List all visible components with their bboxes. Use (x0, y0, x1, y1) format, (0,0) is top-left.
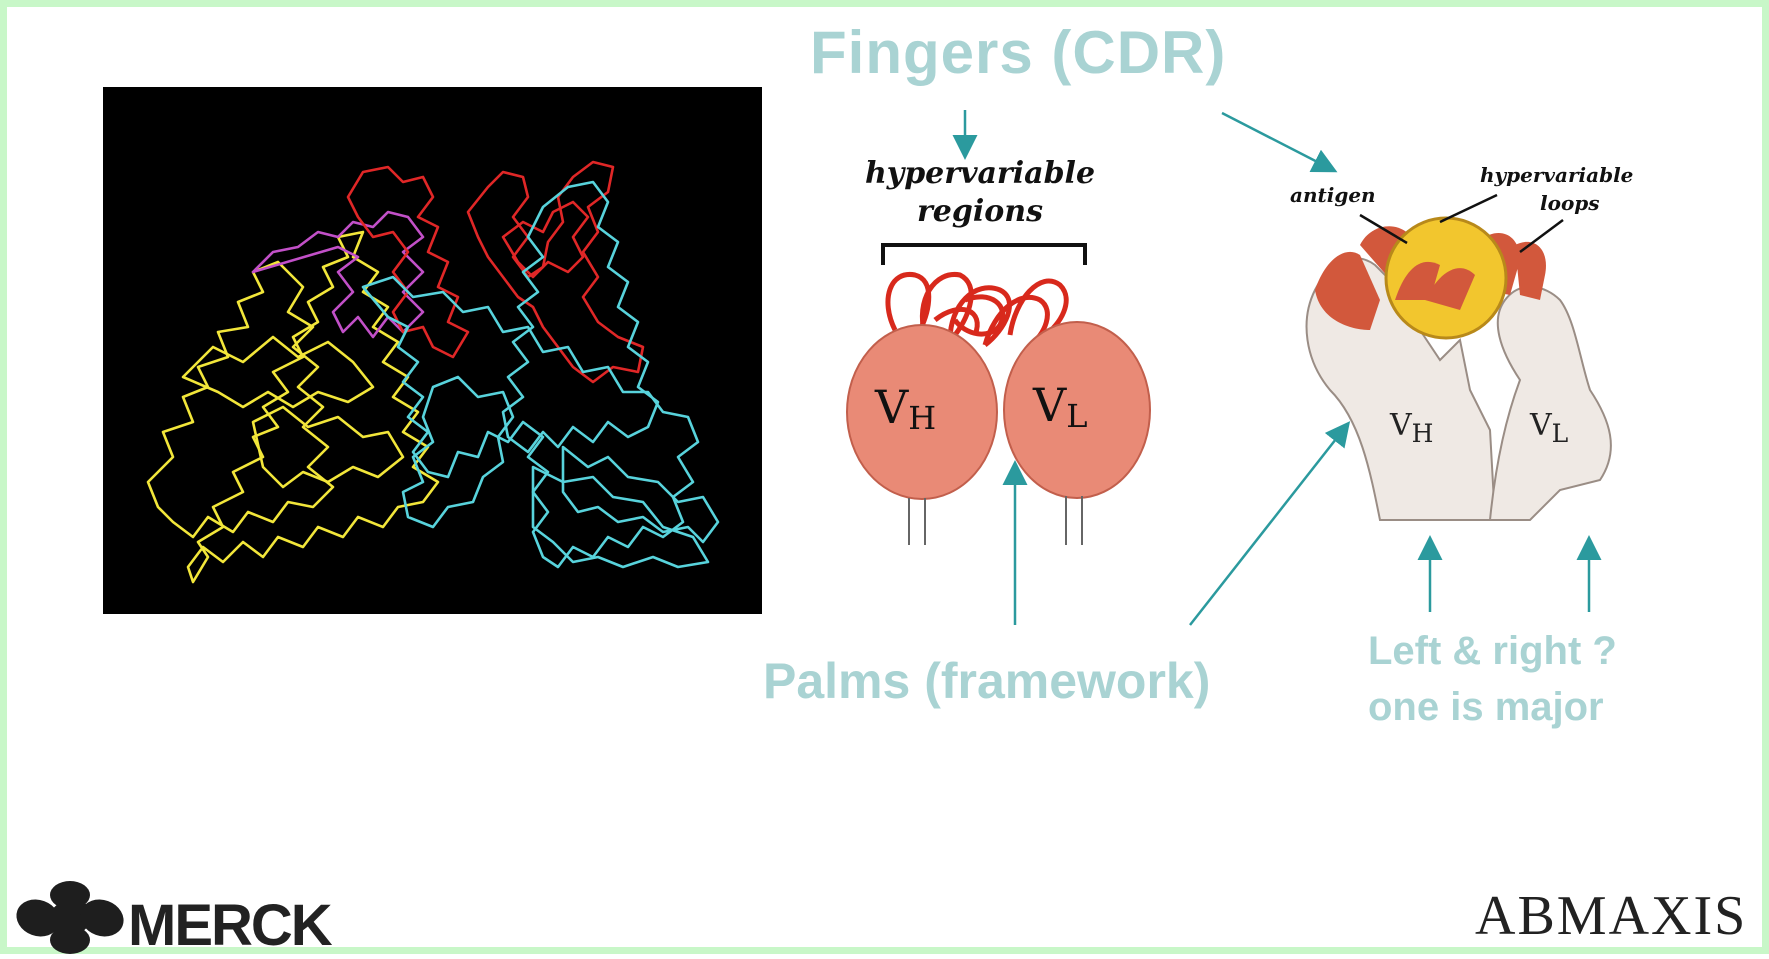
domain-stalks (909, 496, 1082, 545)
vl-domain-label: VL (1033, 378, 1087, 435)
hand-holding-antigen-drawing (1307, 218, 1611, 520)
abmaxis-logo-text: ABMAXIS (1475, 884, 1747, 948)
fingers-cdr-title: Fingers (CDR) (810, 18, 1226, 87)
vh-hand-label: VH (1390, 408, 1433, 448)
merck-logo-mark (11, 881, 129, 954)
loops-label: loops (1540, 191, 1600, 215)
vh-domain-label: VH (875, 380, 936, 437)
left-right-line1: Left & right ? (1368, 623, 1617, 679)
hypervariable-bracket (883, 245, 1085, 265)
palms-framework-label: Palms (framework) (763, 652, 1210, 710)
arrow-fingers-to-antigen (1222, 113, 1333, 170)
merck-logo-text: MERCK (128, 892, 331, 959)
left-right-label: Left & right ? one is major (1368, 623, 1617, 735)
regions-label: regions (850, 194, 1110, 229)
arrow-palms-to-hand (1190, 425, 1347, 625)
antigen-label: antigen (1290, 183, 1376, 207)
left-right-line2: one is major (1368, 679, 1617, 735)
vl-hand-label: VL (1530, 408, 1568, 448)
hypervariable-loops-label: hypervariable (1480, 163, 1633, 187)
hypervariable-label: hypervariable (850, 156, 1110, 191)
